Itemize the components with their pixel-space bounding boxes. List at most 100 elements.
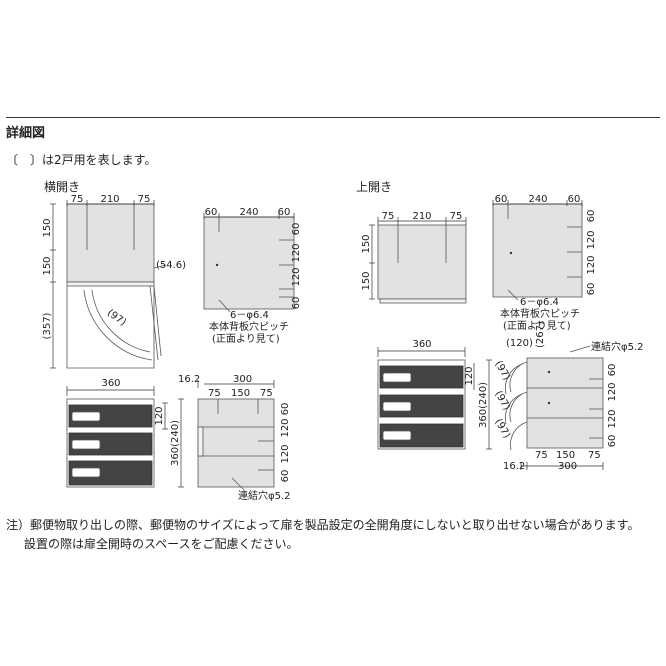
- section-title-side: 横開き: [44, 180, 81, 194]
- dim-top-back-h60a: 60: [586, 210, 597, 223]
- hole-marker: [215, 263, 219, 267]
- swing-arc-3: [510, 421, 528, 451]
- dim-side-h150b: 150: [42, 256, 53, 275]
- dim-top-back-h60b: 60: [586, 283, 597, 296]
- top-back-plate-body: [492, 203, 583, 298]
- dim-top-stack-16-2: 16.2: [503, 461, 525, 472]
- top-back-stack-body: [526, 357, 604, 449]
- back-plate-body: [203, 216, 295, 310]
- label-front-right: (正面より見て): [503, 320, 571, 332]
- dim-stack-h60a: 60: [280, 403, 291, 416]
- side-view-base: [66, 281, 155, 287]
- top-front-unit-2: [379, 394, 464, 418]
- top-open-back-stack: (120) (267) 連結穴φ5.2 (97) (97) (97) 60 12…: [492, 321, 643, 472]
- dim-stack-300: 300: [233, 374, 252, 385]
- dim-side-54-6: (54.6): [156, 260, 186, 271]
- dim-stack-75a: 75: [208, 388, 221, 399]
- dim-front-360: 360: [101, 378, 120, 389]
- legend-note: 〔 〕は2戸用を表します。: [6, 153, 157, 167]
- dim-side-210: 210: [100, 194, 119, 205]
- dim-top-h150a: 150: [361, 234, 372, 253]
- label-link-right: 連結穴φ5.2: [591, 340, 644, 353]
- side-open-back-stack: 16.2 300 75 150 75 60 120 120 60 連結穴φ5.2: [178, 374, 291, 502]
- swing-arc-2: [509, 391, 528, 423]
- dim-swing-97c: (97): [492, 417, 512, 440]
- top-open-back-plate: 60 240 60 60 120 120 60 6－φ6.4 本体背板穴ピッチ …: [492, 194, 597, 332]
- label-link-left: 連結穴φ5.2: [238, 489, 291, 502]
- dim-top-stack-h120b: 120: [607, 409, 618, 428]
- dim-top-75a: 75: [382, 211, 395, 222]
- dim-side-75a: 75: [71, 194, 84, 205]
- dim-swing-97a: (97): [492, 359, 512, 382]
- back-stack-body: [197, 398, 275, 488]
- label-pitch-right: 本体背板穴ピッチ: [500, 307, 580, 320]
- dim-top-stack-h60b: 60: [607, 435, 618, 448]
- dim-top-front-h120: 120: [464, 366, 475, 385]
- name-plate-1: [71, 411, 101, 422]
- dim-top-stack-h60a: 60: [607, 364, 618, 377]
- dim-top-front-h360: 360(240): [478, 382, 489, 428]
- dim-back-h60b: 60: [291, 297, 302, 310]
- dim-top-front-360: 360: [412, 339, 431, 350]
- dim-top-stack-75b: 75: [588, 450, 601, 461]
- dim-top-back-h120a: 120: [586, 230, 597, 249]
- dim-top-back-60b: 60: [568, 194, 581, 205]
- dim-back-h120a: 120: [291, 243, 302, 262]
- side-open-front-view: 360 120 360(240): [66, 378, 184, 488]
- dim-back-60b: 60: [278, 207, 291, 218]
- dim-top-210: 210: [412, 211, 431, 222]
- open-door-panel: [149, 285, 159, 361]
- dim-stack-75b: 75: [260, 388, 273, 399]
- front-unit-1: [68, 404, 153, 428]
- dim-top-h150b: 150: [361, 271, 372, 290]
- dim-top-stack-75a: 75: [535, 450, 548, 461]
- dim-back-60a: 60: [205, 207, 218, 218]
- dim-arc-120: (120): [506, 338, 533, 349]
- dim-top-back-h120b: 120: [586, 255, 597, 274]
- dim-top-stack-h120a: 120: [607, 382, 618, 401]
- side-open-back-plate: 60 240 60 60 120 120 60 6－φ6.4 本体背板穴ピッチ …: [203, 207, 302, 345]
- dim-front-h360: 360(240): [170, 420, 181, 466]
- dim-top-stack-150: 150: [556, 450, 575, 461]
- dim-stack-h120a: 120: [280, 418, 291, 437]
- dim-top-stack-300: 300: [558, 461, 577, 472]
- top-front-unit-3: [379, 423, 464, 448]
- dim-side-arc-97: (97): [105, 308, 128, 329]
- label-hole-right: 6－φ6.4: [520, 297, 559, 308]
- dim-front-h120: 120: [154, 406, 165, 425]
- label-hole-left: 6－φ6.4: [230, 310, 269, 321]
- label-front-left: (正面より見て): [212, 333, 280, 345]
- dim-side-h357: (357): [42, 312, 53, 339]
- top-open-front-view: 360 120 360(240): [377, 339, 492, 450]
- dim-side-75b: 75: [138, 194, 151, 205]
- dim-back-h60a: 60: [291, 223, 302, 236]
- front-unit-2: [68, 432, 153, 456]
- side-open-side-view: 75 210 75 150 150 (357) (54.6) (97): [42, 194, 186, 369]
- name-plate-3: [71, 467, 101, 478]
- name-plate-2: [71, 439, 101, 450]
- label-pitch-left: 本体背板穴ピッチ: [209, 320, 289, 333]
- door-swing-arc: [83, 289, 153, 361]
- page-title: 詳細図: [6, 126, 46, 141]
- swing-arc-1: [509, 361, 528, 393]
- top-open-side-view: 75 210 75 150 150: [361, 211, 467, 304]
- dim-swing-97b: (97): [492, 389, 512, 412]
- top-divider: [6, 117, 660, 118]
- dim-top-back-240: 240: [528, 194, 547, 205]
- dim-stack-16-2: 16.2: [178, 374, 200, 385]
- dim-back-240: 240: [239, 207, 258, 218]
- dim-stack-150: 150: [231, 388, 250, 399]
- dim-top-back-60a: 60: [495, 194, 508, 205]
- section-title-top: 上開き: [356, 180, 393, 194]
- dim-arc-267: (267): [535, 321, 546, 348]
- dim-top-75b: 75: [450, 211, 463, 222]
- dim-stack-h60b: 60: [280, 470, 291, 483]
- note-line-1: 注）郵便物取り出しの際、郵便物のサイズによって扉を製品設定の全開角度にしないと取…: [6, 518, 640, 532]
- note-line-2: 設置の際は扉全開時のスペースをご配慮ください。: [24, 537, 299, 551]
- top-front-unit-1: [379, 365, 464, 389]
- dim-back-h120b: 120: [291, 267, 302, 286]
- dim-stack-h120b: 120: [280, 444, 291, 463]
- side-view-body: [66, 203, 155, 283]
- top-side-body: [377, 224, 467, 300]
